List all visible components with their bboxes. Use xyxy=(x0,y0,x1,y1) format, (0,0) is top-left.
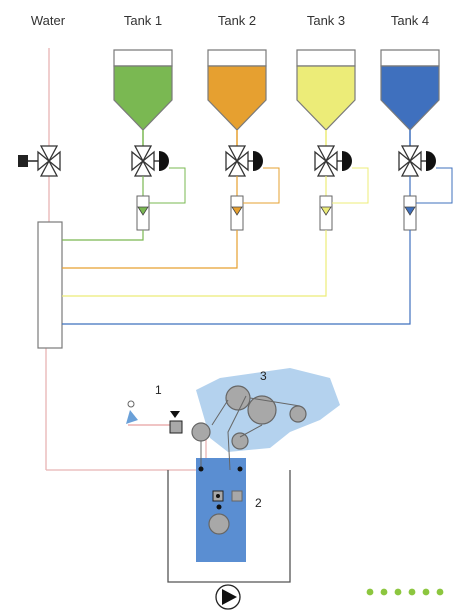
roller xyxy=(289,405,307,423)
signal-line xyxy=(416,167,453,204)
feed-line xyxy=(62,230,144,241)
tank-body xyxy=(207,65,267,131)
tank-cap xyxy=(207,49,267,67)
web-path xyxy=(200,395,301,471)
tanks-group xyxy=(62,49,453,325)
tank-4-label: Tank 4 xyxy=(391,13,429,28)
flowmeter-float xyxy=(231,206,243,216)
flowmeter-float xyxy=(404,206,416,216)
flowmeter-float xyxy=(137,206,149,216)
mixing-manifold xyxy=(37,221,63,349)
accent-dot xyxy=(366,588,374,596)
tank-body xyxy=(380,65,440,131)
tank-cap xyxy=(380,49,440,67)
tank-cap xyxy=(296,49,356,67)
actuator-icon xyxy=(159,151,169,171)
roller xyxy=(225,385,251,411)
tank-1 xyxy=(62,49,186,241)
feed-line xyxy=(62,230,327,297)
accent-dot xyxy=(422,588,430,596)
decorative-dots xyxy=(366,588,444,596)
tank-cap xyxy=(113,49,173,67)
sensor-dot xyxy=(198,466,204,472)
water-valve[interactable] xyxy=(18,145,61,177)
tank-2-label: Tank 2 xyxy=(218,13,256,28)
actuator-icon xyxy=(342,151,352,171)
callout-1: 1 xyxy=(155,383,162,397)
roller xyxy=(247,395,277,425)
callout-2: 2 xyxy=(255,496,262,510)
tank-valve-icon[interactable] xyxy=(398,145,436,177)
flowmeter-float xyxy=(320,206,332,216)
machine-unit xyxy=(167,368,340,610)
signal-line xyxy=(243,167,280,204)
machine-vat xyxy=(196,458,246,562)
sensor-dot xyxy=(237,466,243,472)
accent-dot xyxy=(408,588,416,596)
accent-dot xyxy=(380,588,388,596)
sensor-dot xyxy=(216,504,222,510)
actuator-icon xyxy=(426,151,436,171)
water-label: Water xyxy=(31,13,66,28)
tank-valve-icon[interactable] xyxy=(131,145,169,177)
roller xyxy=(208,513,230,535)
tank-2 xyxy=(62,49,280,269)
dosing-point-box xyxy=(231,490,243,502)
tank-3-label: Tank 3 xyxy=(307,13,345,28)
feed-line xyxy=(62,230,238,269)
accent-dot xyxy=(394,588,402,596)
tank-1-label: Tank 1 xyxy=(124,13,162,28)
tank-body xyxy=(296,65,356,131)
valve-actuator-icon xyxy=(18,155,28,167)
callout-3: 3 xyxy=(260,369,267,383)
tank-body xyxy=(113,65,173,131)
feed-valve-icon xyxy=(170,411,180,418)
feed-inlet xyxy=(126,400,183,434)
signal-line xyxy=(332,167,369,204)
roller xyxy=(191,422,211,442)
feed-line xyxy=(62,230,411,325)
tank-4 xyxy=(62,49,453,325)
signal-line xyxy=(149,167,186,204)
tank-3 xyxy=(62,49,369,297)
actuator-icon xyxy=(253,151,263,171)
tank-valve-icon[interactable] xyxy=(225,145,263,177)
roller xyxy=(231,432,249,450)
feed-box xyxy=(169,420,183,434)
tank-valve-icon[interactable] xyxy=(314,145,352,177)
accent-dot xyxy=(436,588,444,596)
circulation-loop xyxy=(167,470,291,583)
